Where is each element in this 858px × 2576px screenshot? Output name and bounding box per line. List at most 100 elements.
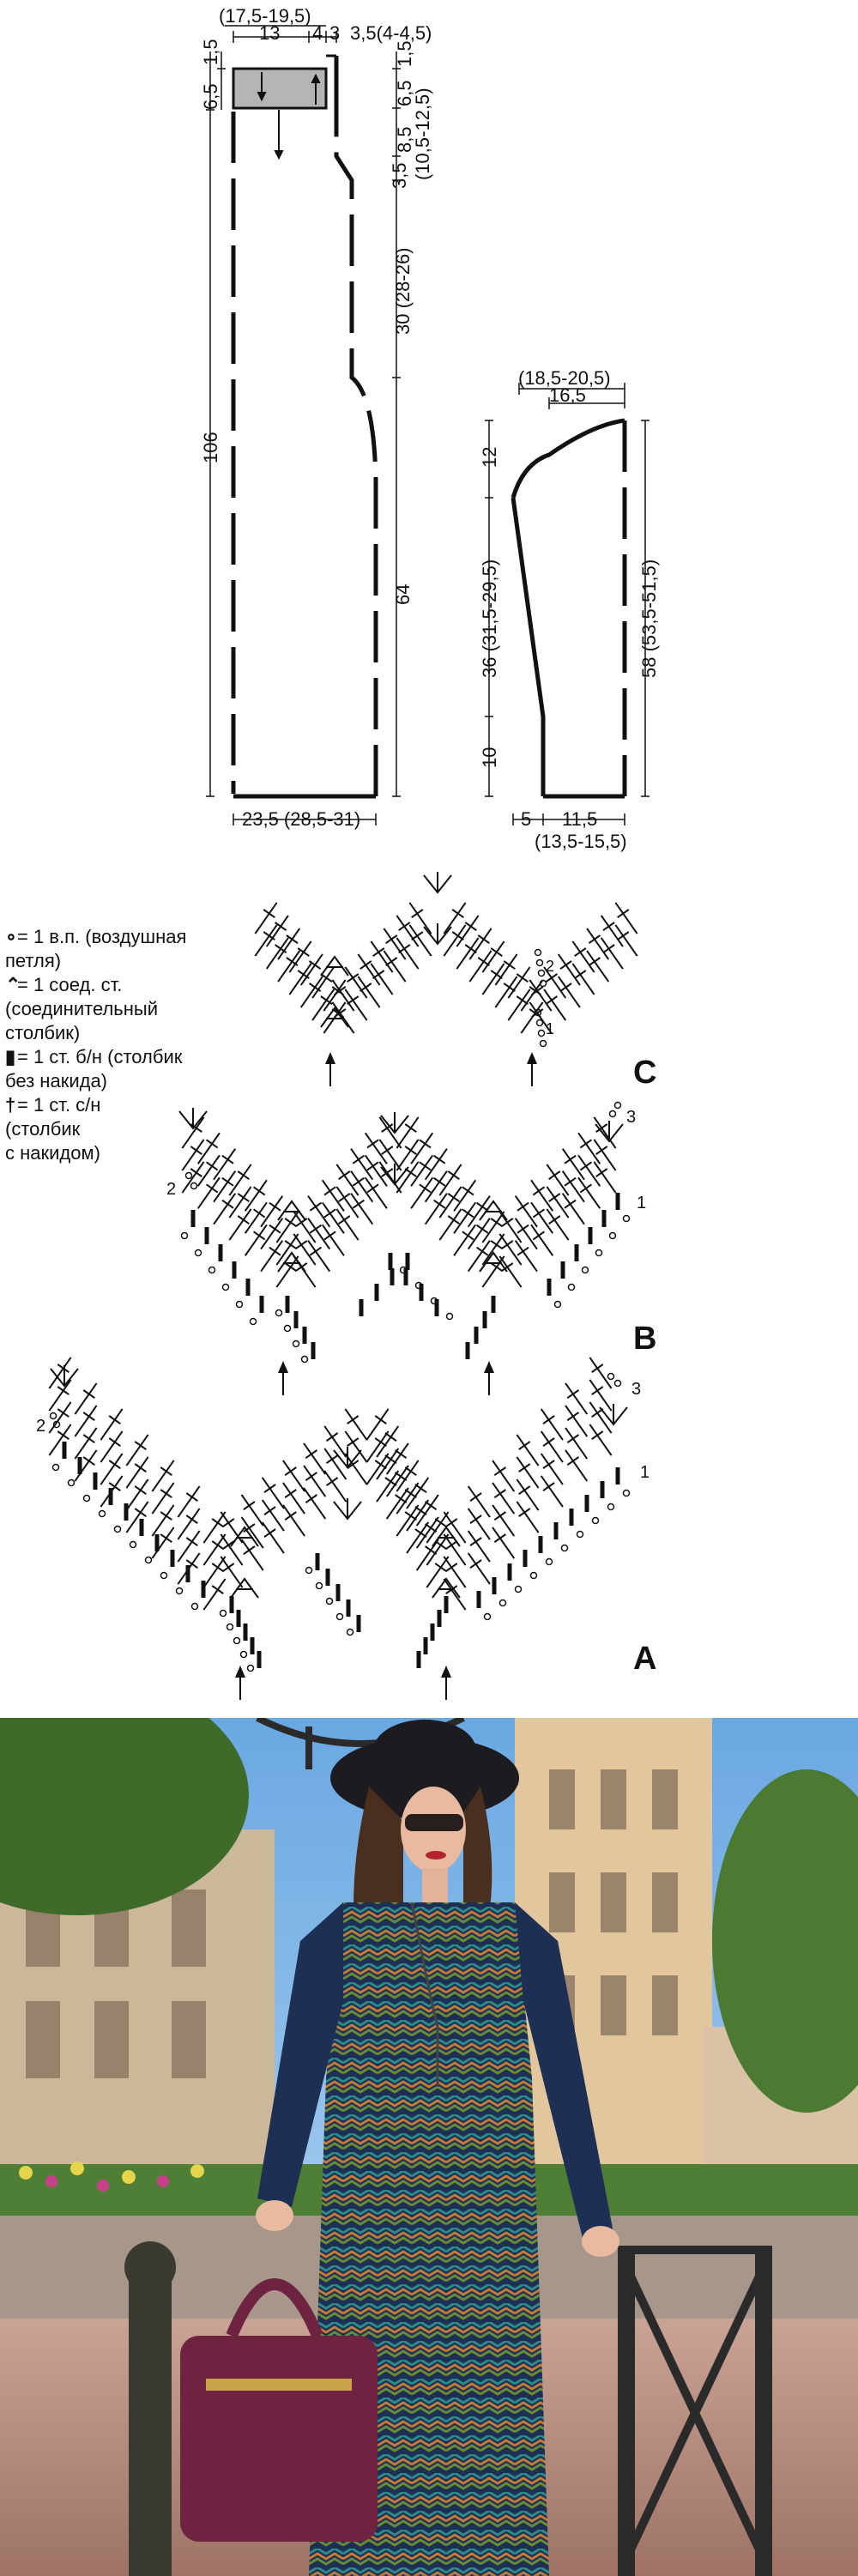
sunglasses	[405, 1814, 463, 1831]
double-crochet-icon	[275, 1255, 299, 1288]
dc-bar	[566, 1434, 580, 1444]
dc-bar	[286, 934, 299, 945]
double-crochet-icon	[299, 953, 323, 986]
double-crochet-icon	[561, 1193, 585, 1225]
chain-icon	[283, 1324, 292, 1333]
double-crochet-icon	[565, 1405, 589, 1437]
double-crochet-icon	[196, 1132, 221, 1164]
arrow-head	[311, 73, 321, 83]
double-crochet-icon	[481, 1233, 505, 1266]
dc-bar	[305, 1494, 318, 1504]
dim-13: 13	[259, 22, 280, 44]
chain-icon	[537, 1029, 546, 1037]
double-crochet-icon	[344, 1453, 368, 1485]
double-crochet-icon	[228, 1164, 252, 1196]
dc-bar	[323, 1208, 336, 1218]
dim-6-5-right: 6,5	[394, 80, 415, 106]
single-crochet-icon	[615, 1193, 620, 1210]
dc-bar	[404, 1146, 417, 1156]
dc-bar	[531, 986, 544, 996]
dc-bar	[284, 1511, 297, 1521]
dc-bar	[617, 909, 630, 919]
dc-bar	[269, 1224, 281, 1234]
double-crochet-icon	[321, 1201, 345, 1234]
dc-bar	[284, 1466, 297, 1477]
double-crochet-icon	[406, 1499, 430, 1532]
single-crochet-icon	[124, 1503, 129, 1521]
dc-bar	[566, 1456, 580, 1466]
double-crochet-icon	[443, 1556, 467, 1588]
sleeve-dim-5: 5	[521, 808, 531, 830]
dc-bar	[518, 1441, 531, 1451]
double-crochet-icon	[177, 1508, 201, 1540]
double-crochet-icon	[467, 1195, 491, 1228]
dc-bar	[284, 1218, 297, 1228]
decrease-icon	[320, 955, 349, 977]
double-crochet-icon	[546, 1186, 570, 1218]
dc-bar	[108, 1437, 121, 1448]
chain-icon	[305, 1566, 313, 1575]
double-crochet-icon	[586, 928, 610, 960]
dc-bar	[222, 1563, 235, 1573]
double-crochet-icon	[410, 1154, 434, 1187]
chart-label-b: B	[633, 1321, 656, 1357]
double-crochet-icon	[481, 940, 505, 973]
dc-bar	[360, 960, 372, 971]
double-crochet-icon	[543, 989, 567, 1021]
dc-bar	[347, 973, 360, 983]
double-crochet-icon	[335, 1208, 360, 1241]
dc-bar	[374, 1415, 387, 1425]
chart-label-c: C	[633, 1055, 656, 1091]
single-crochet-icon	[388, 1253, 393, 1270]
dc-bar	[205, 1183, 219, 1194]
double-crochet-icon	[202, 1511, 227, 1544]
double-crochet-icon	[275, 1211, 299, 1243]
single-crochet-icon	[444, 1596, 449, 1613]
chain-icon	[184, 1171, 193, 1180]
dc-bar	[252, 1231, 266, 1241]
single-crochet-icon	[245, 1279, 251, 1296]
single-crochet-icon	[569, 1509, 574, 1526]
double-crochet-icon	[311, 989, 335, 1021]
legend-item-sc: ▮= 1 ст. б/н (столбик без накида)	[5, 1045, 202, 1093]
dc-bar	[221, 1176, 234, 1187]
single-crochet-icon	[359, 1299, 364, 1316]
double-crochet-icon	[410, 1176, 434, 1209]
double-crochet-icon	[586, 950, 610, 983]
chain-icon	[535, 958, 544, 967]
shoulder-block	[232, 67, 328, 110]
dc-bar	[309, 1201, 323, 1212]
dc-bar	[338, 1193, 351, 1203]
dc-bar	[462, 1231, 474, 1241]
dc-bar	[475, 1246, 489, 1256]
double-crochet-icon	[385, 1465, 409, 1497]
double-crochet-icon	[196, 1154, 221, 1187]
chain-icon	[567, 1283, 576, 1291]
dc-bar	[82, 1412, 95, 1422]
double-crochet-icon	[468, 950, 492, 983]
arrow-head	[235, 1666, 245, 1678]
dc-bar	[57, 1430, 69, 1441]
dc-bar	[305, 1472, 318, 1482]
dc-bar	[464, 944, 477, 954]
double-crochet-icon	[557, 976, 581, 1008]
double-crochet-icon	[261, 1477, 285, 1509]
dim-1-5-left: 1,5	[200, 39, 221, 65]
single-crochet-icon	[482, 1311, 487, 1328]
single-crochet-icon	[250, 1637, 255, 1654]
single-crochet-icon	[243, 1624, 248, 1641]
dc-bar	[160, 1466, 172, 1477]
slip-stitch-icon: ⌃	[5, 974, 21, 995]
chain-icon	[545, 1557, 553, 1566]
dc-bar	[548, 1193, 561, 1203]
single-crochet-icon	[547, 1279, 552, 1296]
double-crochet-icon	[467, 1530, 491, 1563]
dc-bar	[469, 1537, 482, 1547]
dc-bar	[269, 1201, 281, 1212]
dc-bar	[490, 947, 503, 958]
double-crochet-icon	[424, 1170, 448, 1203]
legend-item-slip: ⌃= 1 соед. ст. (соединительный столбик)	[5, 973, 202, 1045]
arrow-head	[527, 1052, 537, 1064]
double-crochet-icon	[589, 1401, 613, 1434]
double-crochet-icon	[577, 1154, 601, 1187]
